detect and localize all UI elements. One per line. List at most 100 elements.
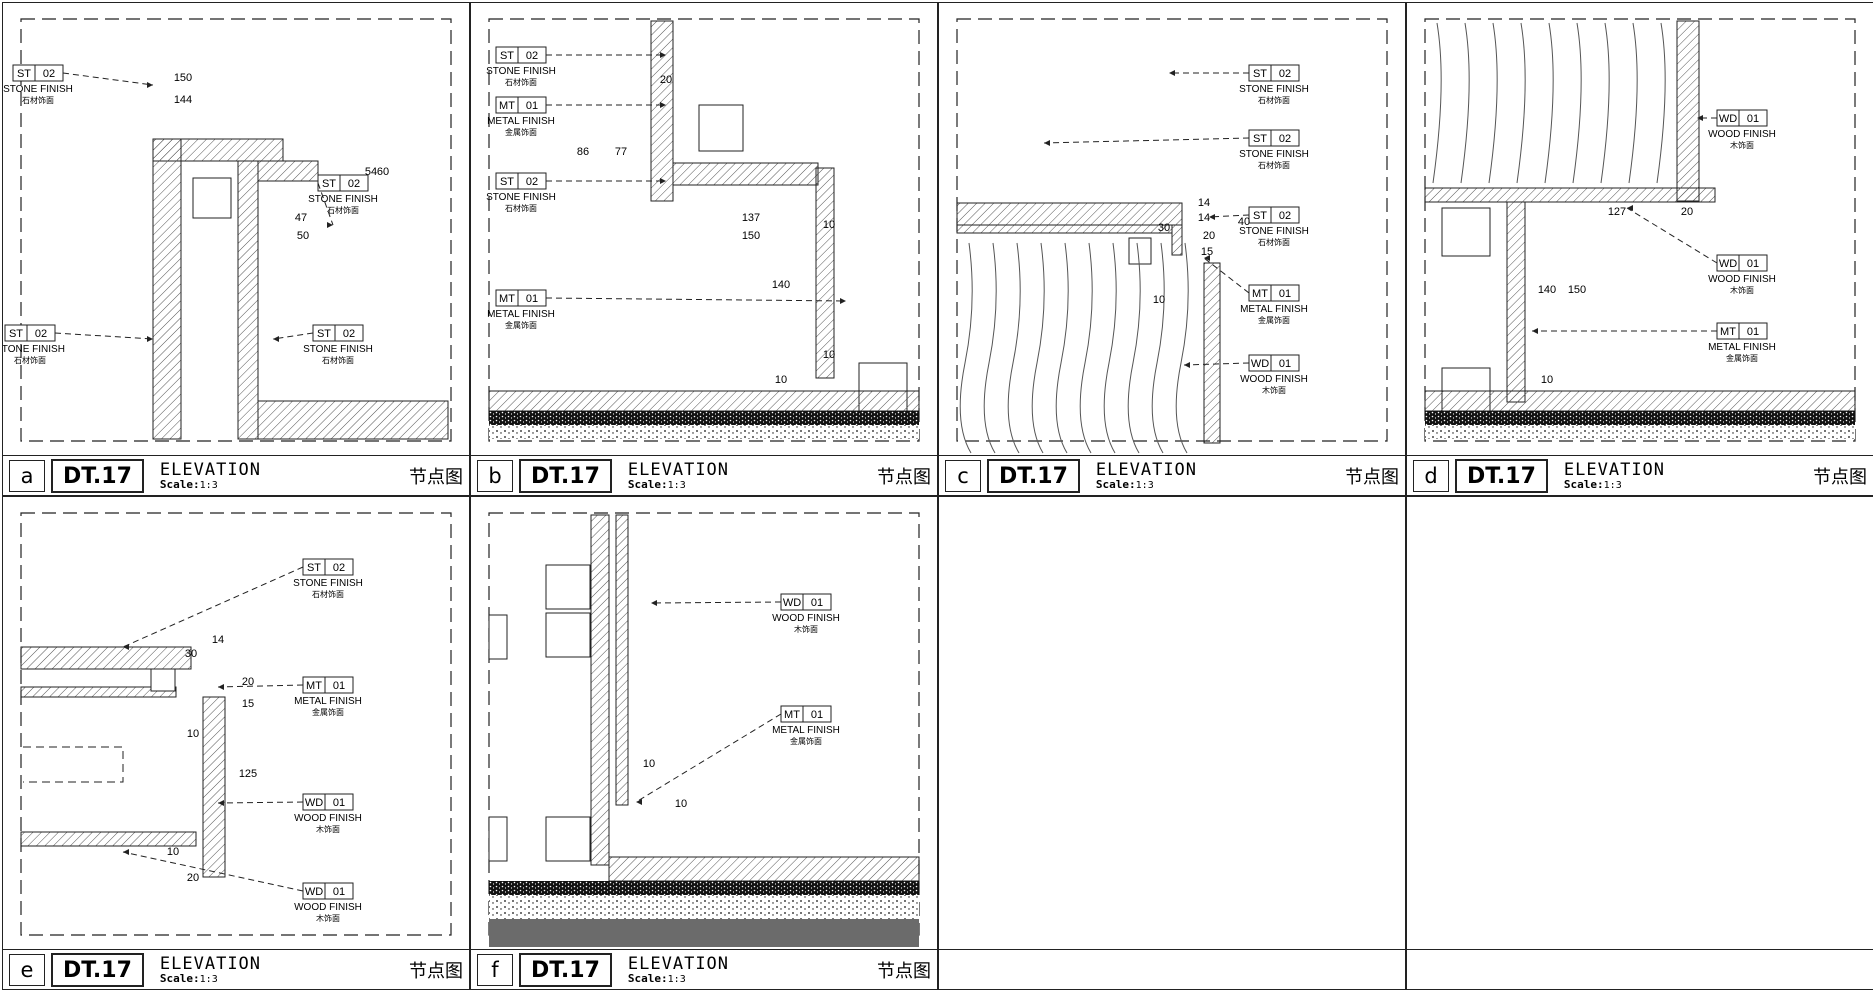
- view-title: ELEVATION: [1095, 459, 1198, 480]
- tag-number: 02: [1279, 68, 1291, 80]
- dimension-label: 77: [615, 146, 627, 158]
- tag-finish-cn: 石材饰面: [14, 355, 46, 365]
- tag-finish-cn: 石材饰面: [312, 589, 344, 599]
- dimension-label: 10: [775, 374, 787, 386]
- section-member: [488, 390, 920, 412]
- tag-number: 01: [333, 797, 345, 809]
- drawing-boundary: [488, 512, 920, 936]
- tag-code: ST: [317, 328, 331, 340]
- leader-arrow: [660, 52, 666, 58]
- section-member: [20, 831, 197, 847]
- leader-line: [272, 332, 314, 340]
- leader-arrow: [1184, 362, 1190, 368]
- leader-line: [650, 601, 782, 604]
- scale-value: 1:3: [1135, 479, 1154, 491]
- section-member: [192, 177, 232, 219]
- tag-code: ST: [1253, 68, 1267, 80]
- tag-number: 01: [811, 709, 823, 721]
- dimension-label: 20: [1681, 206, 1693, 218]
- wood-grain: [1007, 242, 1021, 454]
- tag-finish-cn: 木饰面: [1730, 140, 1754, 150]
- tag-code: ST: [17, 68, 31, 80]
- dimension-label: 10: [167, 846, 179, 858]
- wood-grain: [1055, 242, 1069, 454]
- subfloor-layer: [489, 895, 919, 919]
- leader-arrow: [1204, 255, 1210, 261]
- tag-finish-text: STONE FINISH: [1239, 149, 1309, 160]
- tag-number: 02: [333, 562, 345, 574]
- dimension-label: 140: [772, 279, 790, 291]
- tag-code: ST: [322, 178, 336, 190]
- tag-code: MT: [1720, 326, 1736, 338]
- title-block: f DT.17 ELEVATION Scale:1:3 节点图: [471, 949, 937, 990]
- section-member: [152, 138, 182, 440]
- scale-value: 1:3: [1603, 479, 1622, 491]
- tag-finish-cn: 石材饰面: [505, 77, 537, 87]
- section-member: [956, 224, 1173, 234]
- tag-number: 01: [1279, 358, 1291, 370]
- tag-code: WD: [1251, 358, 1269, 370]
- tag-finish-text: WOOD FINISH: [1708, 129, 1776, 140]
- tag-code: MT: [306, 680, 322, 692]
- leader-line: [545, 297, 847, 302]
- leader-arrow: [651, 600, 657, 606]
- empty-title-block: [1407, 949, 1873, 990]
- section-member: [488, 816, 508, 862]
- dimension-label: 20: [1203, 230, 1215, 242]
- leader-line: [62, 72, 154, 86]
- leader-arrow: [660, 178, 666, 184]
- leader-arrow: [636, 799, 642, 805]
- drawing-code: DT.17: [987, 459, 1080, 493]
- wood-grain: [1103, 242, 1117, 454]
- leader-line: [635, 713, 782, 803]
- tag-number: 02: [526, 176, 538, 188]
- tag-finish-cn: 木饰面: [1262, 385, 1286, 395]
- detail-cn-label: 节点图: [409, 961, 463, 982]
- tag-finish-cn: 金属饰面: [1726, 353, 1758, 363]
- tag-finish-text: STONE FINISH: [1239, 226, 1309, 237]
- detail-letter: a: [9, 460, 45, 492]
- dimension-label: 20: [187, 872, 199, 884]
- leader-line: [217, 801, 304, 804]
- section-member: [1441, 207, 1491, 257]
- wood-grain: [1600, 22, 1610, 184]
- section-member: [1676, 20, 1700, 202]
- section-member: [615, 514, 629, 806]
- scale-line: Scale:1:3: [628, 479, 729, 491]
- subfloor-layer: [1425, 425, 1855, 439]
- section-member: [650, 20, 674, 202]
- drawing-code: DT.17: [51, 459, 144, 493]
- tag-code: ST: [500, 176, 514, 188]
- tag-finish-text: METAL FINISH: [1708, 342, 1776, 353]
- wood-grain: [1628, 22, 1638, 184]
- dimension-label: 137: [742, 212, 760, 224]
- dimension-label: 127: [1608, 206, 1626, 218]
- tag-finish-text: STONE FINISH: [303, 344, 373, 355]
- section-member: [20, 686, 177, 698]
- tag-number: 01: [1279, 288, 1291, 300]
- tag-finish-text: METAL FINISH: [487, 116, 555, 127]
- scale-label: Scale:: [1095, 477, 1136, 491]
- view-title: ELEVATION: [1563, 459, 1666, 480]
- leader-arrow: [327, 222, 333, 228]
- dimension-label: 144: [174, 94, 192, 106]
- tag-code: MT: [1252, 288, 1268, 300]
- tag-number: 02: [1279, 133, 1291, 145]
- tag-number: 01: [1747, 113, 1759, 125]
- tag-finish-text: WOOD FINISH: [1240, 374, 1308, 385]
- dimension-label: 10: [187, 728, 199, 740]
- tag-finish-cn: 木饰面: [1730, 285, 1754, 295]
